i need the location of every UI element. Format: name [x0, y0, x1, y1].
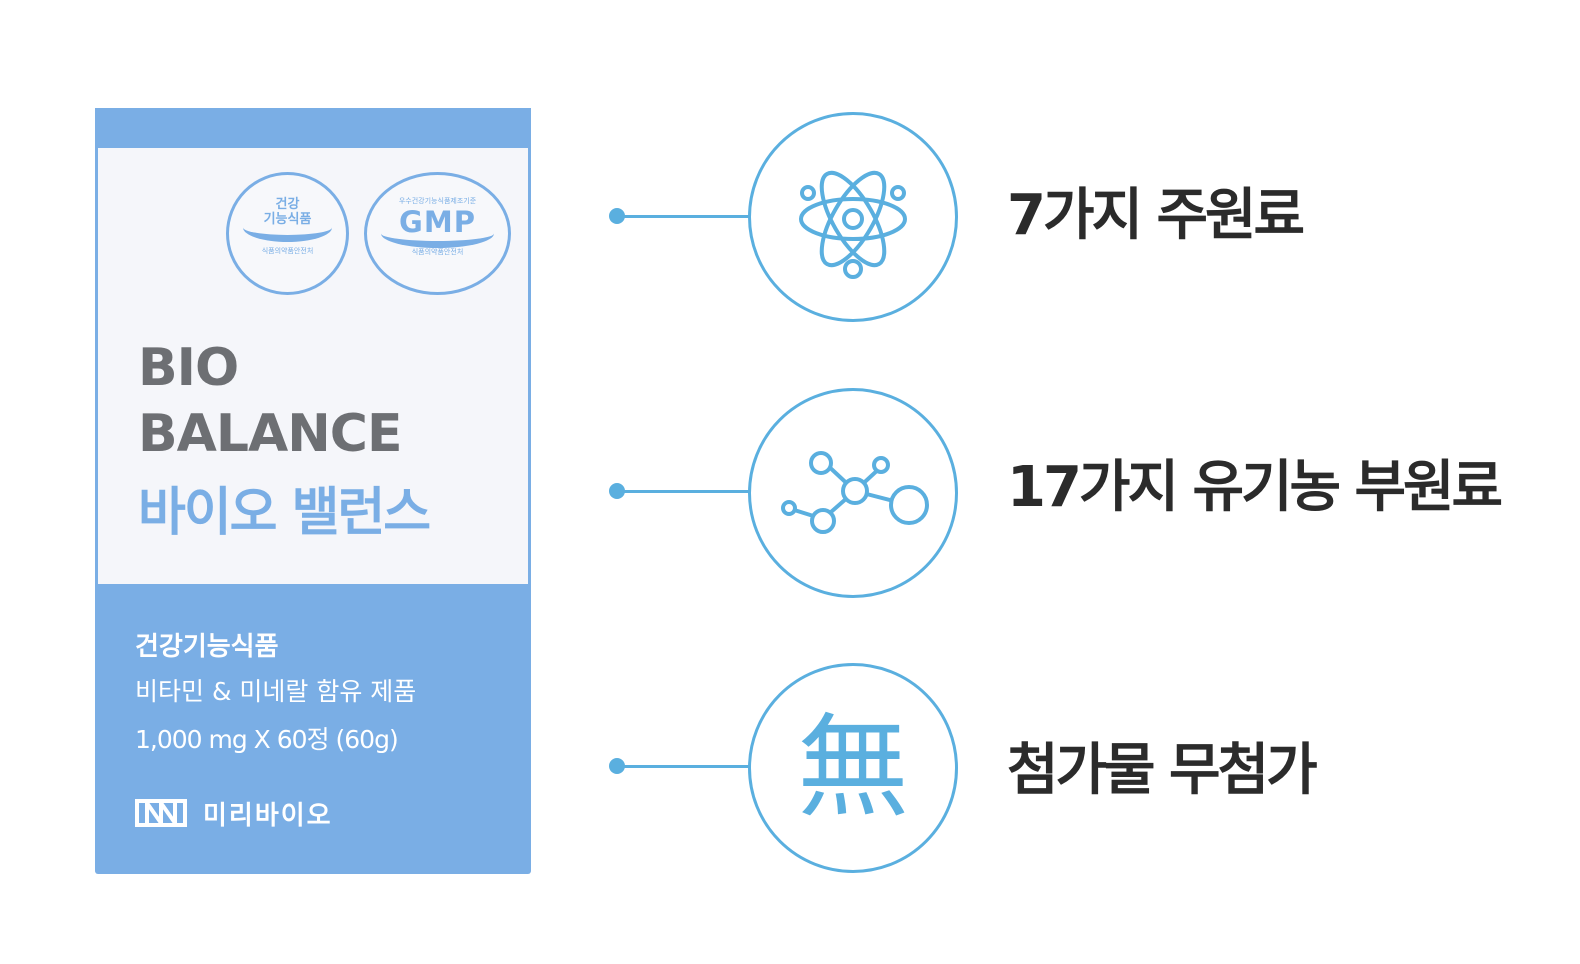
- feature-icon-circle: [748, 112, 958, 322]
- feature-connector-line: [618, 765, 750, 768]
- brand: 미리바이오: [135, 796, 333, 831]
- feature-icon-circle: 無: [748, 663, 958, 873]
- gmp-seal-top: 우수건강기능식품제조기준: [398, 197, 477, 205]
- feature-connector-dot: [609, 208, 625, 224]
- health-food-seal: 건강 기능식품 식품의약품안전처: [226, 172, 349, 295]
- product-title-kr: 바이오 밸런스: [138, 483, 431, 543]
- product-title-en-line1: BIO: [138, 338, 239, 398]
- feature-connector-line: [618, 215, 750, 218]
- feature-label: 17가지 유기농 부원료: [1007, 455, 1503, 520]
- molecule-icon: [781, 451, 929, 534]
- product-description: 비타민 & 미네랄 함유 제품: [135, 677, 417, 706]
- product-category: 건강기능식품: [135, 632, 279, 662]
- seal-line1: 건강: [275, 197, 300, 212]
- box-top-band: [95, 108, 531, 148]
- mu-none-icon: 無: [797, 703, 909, 833]
- miri-bio-logo-icon: [135, 799, 187, 827]
- seal-authority: 식품의약품안전처: [261, 247, 314, 255]
- gmp-seal-authority: 식품의약품안전처: [411, 248, 464, 256]
- gmp-seal: 우수건강기능식품제조기준 GMP 식품의약품안전처: [364, 172, 511, 295]
- box-front-panel: 건강 기능식품 식품의약품안전처 우수건강기능식품제조기준 GMP 식품의약품안…: [98, 148, 528, 584]
- atom-icon: [799, 170, 907, 279]
- feature-connector-line: [618, 490, 750, 493]
- seal-arc: [243, 213, 332, 242]
- seal-arc: [381, 219, 494, 248]
- product-title-en-line2: BALANCE: [138, 404, 402, 464]
- feature-connector-dot: [609, 758, 625, 774]
- feature-connector-dot: [609, 483, 625, 499]
- feature-label: 첨가물 무첨가: [1007, 738, 1318, 803]
- product-dosage: 1,000 mg X 60정 (60g): [135, 725, 399, 754]
- product-box: 건강 기능식품 식품의약품안전처 우수건강기능식품제조기준 GMP 식품의약품안…: [95, 108, 531, 874]
- feature-icon-circle: [748, 388, 958, 598]
- brand-name: 미리바이오: [203, 800, 333, 831]
- feature-label: 7가지 주원료: [1007, 183, 1305, 248]
